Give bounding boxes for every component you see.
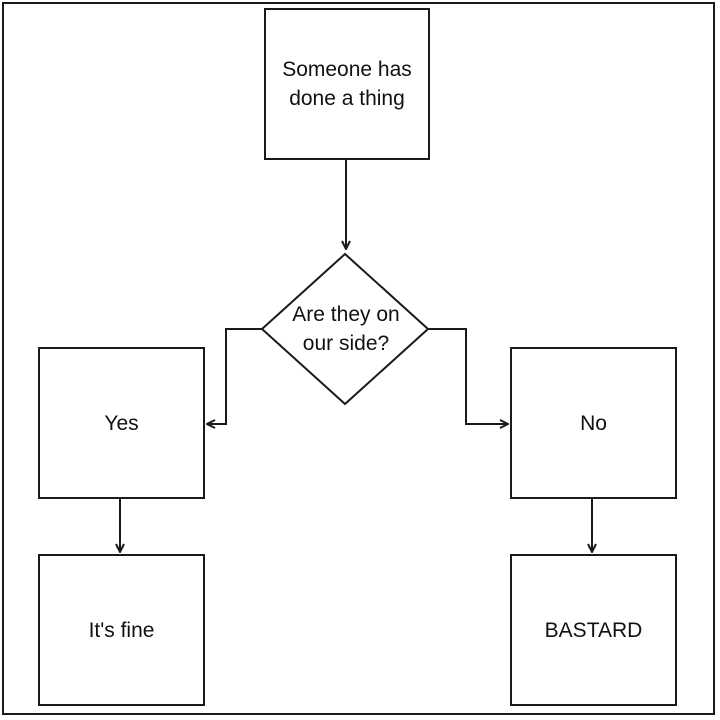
node-yes: Yes	[38, 347, 205, 499]
node-fine-label: It's fine	[88, 618, 155, 642]
node-no-label: No	[580, 411, 607, 435]
decision-diamond	[260, 252, 430, 406]
node-bastard: BASTARD	[510, 554, 677, 706]
node-start-label: Someone has done a thing	[282, 58, 412, 110]
node-no: No	[510, 347, 677, 499]
node-fine: It's fine	[38, 554, 205, 706]
edge-decision-to-no	[428, 328, 508, 424]
node-decision-label: Are they on our side?	[266, 300, 426, 358]
edge-decision-to-yes	[207, 328, 262, 424]
decision-text: Are they on our side?	[292, 303, 400, 355]
node-yes-label: Yes	[104, 411, 139, 435]
node-bastard-label: BASTARD	[544, 618, 643, 642]
node-start: Someone has done a thing	[264, 8, 430, 160]
